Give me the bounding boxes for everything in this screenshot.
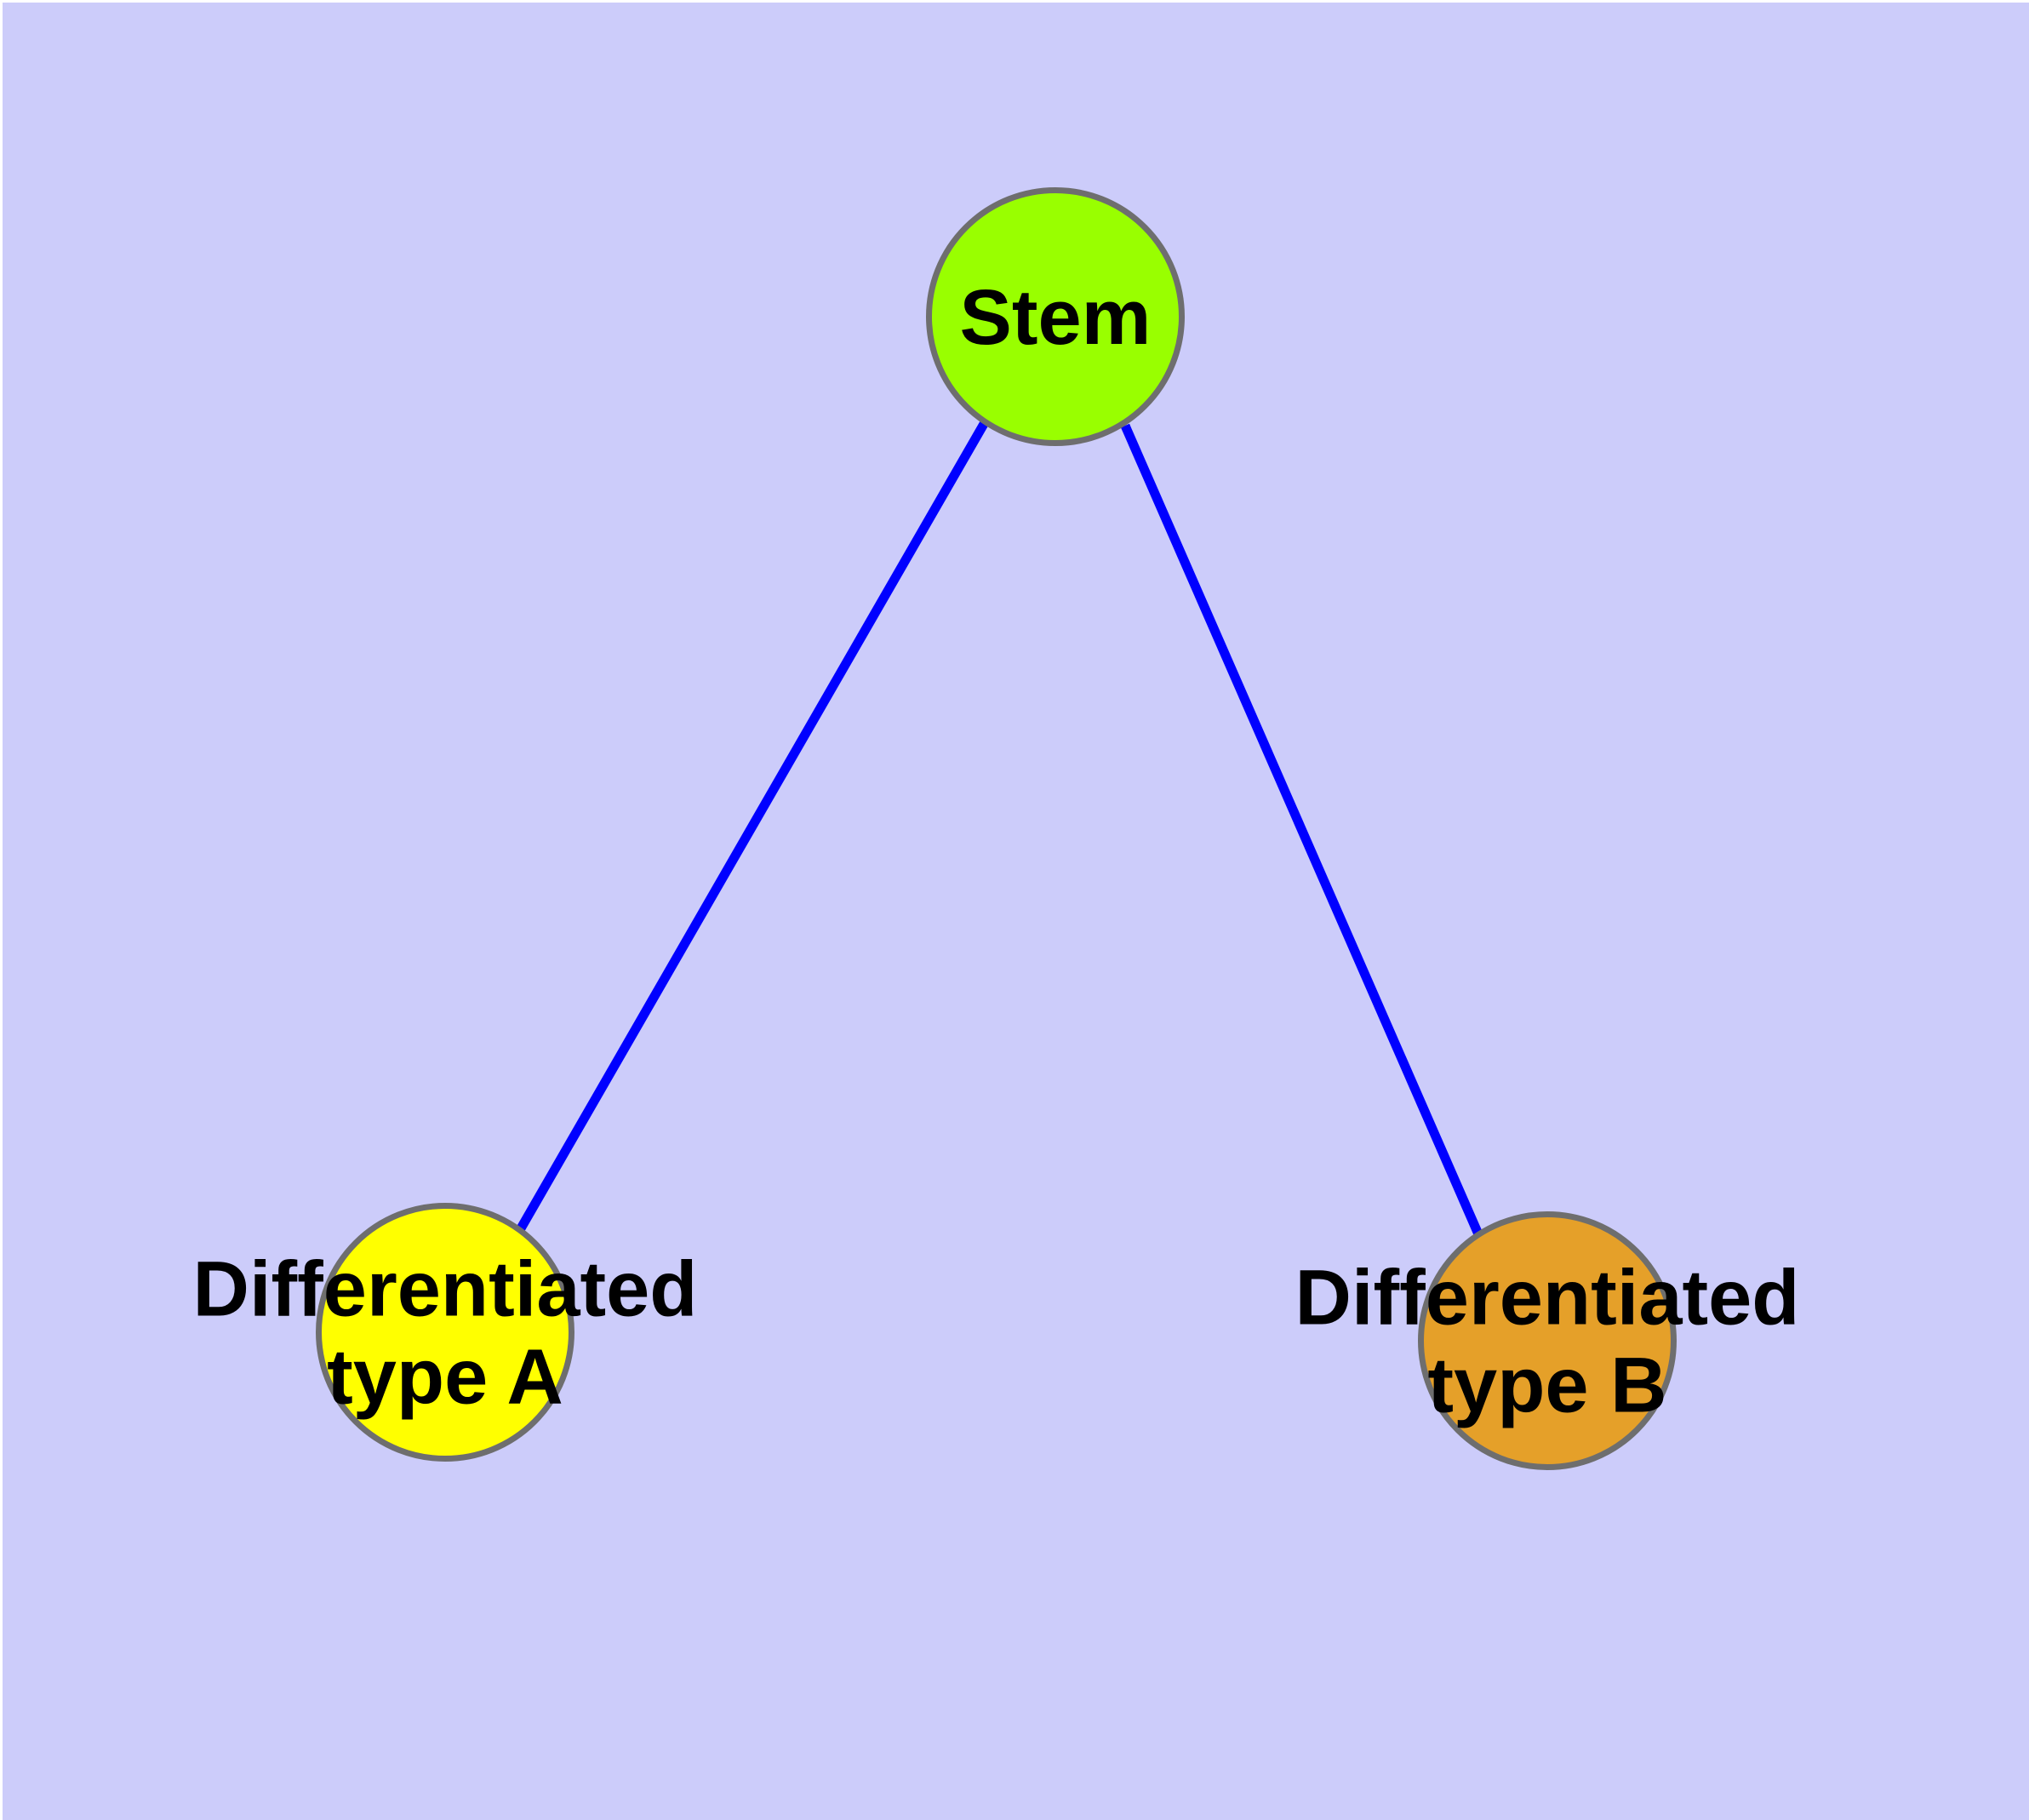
graph-node-label-line: Differentiated — [1295, 1255, 1800, 1342]
graph-node-label-line: type A — [327, 1334, 563, 1421]
graph-node-label-line: type B — [1427, 1342, 1666, 1429]
nodes-layer — [316, 187, 1677, 1470]
graph-edge-stem-to-diff-b[interactable] — [1120, 423, 1484, 1239]
graph-node-label-line: Stem — [960, 274, 1152, 361]
graph-edge-stem-to-diff-a[interactable] — [517, 421, 988, 1231]
graph-node-stem[interactable] — [926, 187, 1185, 446]
graph-node-diff-a[interactable] — [316, 1203, 574, 1462]
edges-layer — [517, 421, 1484, 1239]
graph-node-diff-b[interactable] — [1418, 1211, 1677, 1470]
graph-node-label-stem: Stem — [960, 274, 1152, 361]
graph-node-label-line: Differentiated — [193, 1246, 698, 1333]
